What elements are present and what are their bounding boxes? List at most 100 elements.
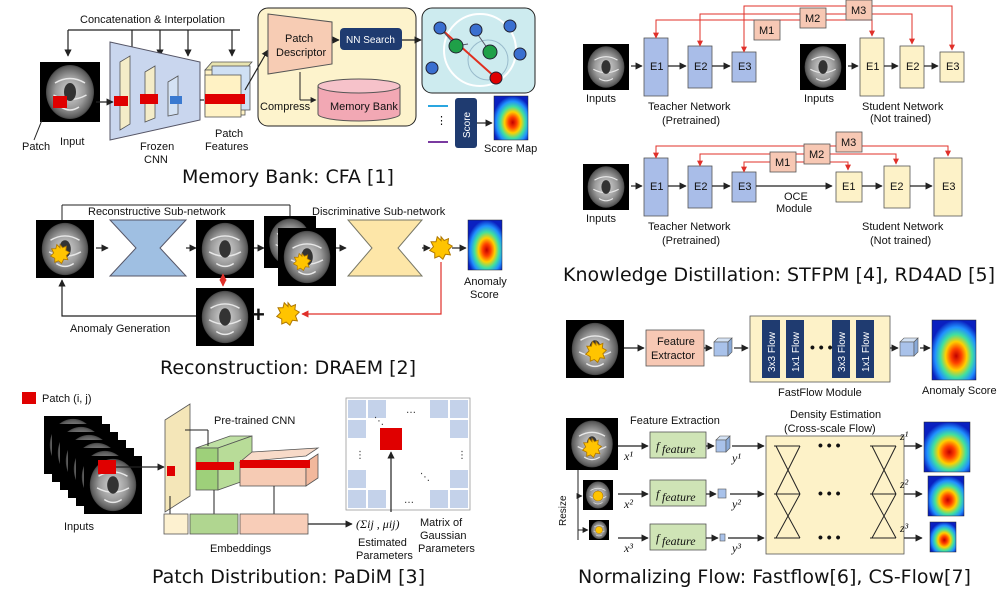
plus-icon: +	[252, 302, 265, 327]
kd-input-top	[582, 43, 630, 91]
kd-oce-2: Module	[776, 203, 812, 215]
flow-feature-cube-2	[899, 337, 919, 357]
flow-anomaly-map-top	[931, 319, 977, 381]
flow-row-2	[618, 479, 765, 507]
cfa-memory-bank	[317, 78, 401, 122]
flow-y3: y³	[731, 541, 741, 555]
flow-block-4	[856, 320, 874, 378]
svg-text:E3: E3	[946, 61, 959, 73]
padim-pretrained-label: Pre-trained CNN	[214, 415, 295, 427]
draem-disc-label: Discriminative Sub-network	[312, 206, 446, 218]
cfa-score-map-label: Score Map	[484, 143, 537, 155]
svg-text:E1: E1	[650, 61, 663, 73]
flow-y2: y²	[731, 497, 741, 511]
kd-teacher-2-top: (Pretrained)	[662, 115, 720, 127]
kd-input-bottom	[582, 163, 630, 211]
padim-gaussian-matrix: … … ⋮ ⋮ ⋱ ⋱	[345, 397, 471, 512]
flow-caption: Normalizing Flow: Fastflow[6], CS-Flow[7…	[578, 566, 971, 588]
flow-x1: x¹	[623, 449, 633, 463]
padim-params-expr: (Σij , μij)	[356, 517, 399, 531]
svg-text:• • •: • • •	[818, 529, 841, 545]
cfa-score-label: Score	[462, 111, 473, 138]
flow-block-2	[786, 320, 804, 378]
svg-text:E1: E1	[650, 181, 663, 193]
cfa-pf-label-1: Patch	[215, 128, 243, 140]
padim-estimated-2: Parameters	[356, 550, 413, 562]
svg-text:M3: M3	[841, 137, 856, 149]
flow-label-4: 1x1 Flow	[861, 331, 872, 372]
cfa-input-label: Input	[60, 136, 84, 148]
svg-text:• • •: • • •	[818, 437, 841, 453]
flow-z2: z²	[899, 477, 909, 491]
kd-s-e3	[939, 51, 965, 83]
flow-label-2: 1x1 Flow	[791, 331, 802, 372]
panel-cfa: Concatenation & Interpolation Patch Inpu…	[22, 7, 537, 188]
draem-recon-image	[195, 219, 255, 279]
cfa-caption: Memory Bank: CFA [1]	[182, 166, 394, 188]
padim-inputs-label: Inputs	[64, 521, 94, 533]
cfa-compress: Compress	[260, 101, 311, 113]
svg-text:E2: E2	[694, 61, 707, 73]
svg-text:Inputs: Inputs	[804, 93, 834, 105]
flow-block-1	[762, 320, 780, 378]
flow-density-2: (Cross-scale Flow)	[784, 423, 876, 435]
cfa-nn-search	[340, 28, 402, 50]
svg-text:feature: feature	[662, 534, 696, 548]
flow-y1: y¹	[731, 451, 741, 465]
cfa-input-image	[39, 61, 101, 123]
kd-m2-top	[799, 7, 827, 29]
flow-row-1	[618, 431, 765, 459]
flow-extractor-2: Extractor	[651, 350, 695, 362]
padim-legend-label: Patch (i, j)	[42, 393, 92, 405]
flow-cross-scale-box	[765, 435, 905, 555]
flow-feature-cube-1	[713, 337, 733, 357]
flow-x3: x³	[623, 541, 633, 555]
svg-text:M1: M1	[759, 25, 774, 37]
kd-student-1-top: Student Network	[862, 101, 944, 113]
kd-inputs-top: Inputs	[586, 93, 616, 105]
padim-input-stack	[43, 415, 143, 515]
svg-text:E3: E3	[738, 181, 751, 193]
svg-text:E3: E3	[738, 61, 751, 73]
kd-oce-1: OCE	[784, 191, 808, 203]
draem-recon-label: Reconstructive Sub-network	[88, 206, 226, 218]
kd-inputs-bottom: Inputs	[586, 213, 616, 225]
draem-anomaly-blob	[276, 302, 300, 326]
draem-score-1: Anomaly	[464, 276, 507, 288]
padim-matrix-1: Matrix of	[420, 517, 463, 529]
svg-text:⋮: ⋮	[457, 450, 467, 461]
kd-t-e2	[687, 45, 713, 89]
cfa-descriptor-1: Patch	[285, 33, 313, 45]
svg-text:E1: E1	[842, 181, 855, 193]
draem-caption: Reconstruction: DRAEM [2]	[160, 357, 416, 379]
flow-z1: z¹	[899, 429, 909, 443]
flow-map-z1	[923, 421, 971, 473]
kd-student-2-bottom: (Not trained)	[870, 235, 931, 247]
kd-teacher-1-top: Teacher Network	[648, 101, 731, 113]
draem-score-2: Score	[470, 289, 499, 301]
padim-pretrained-cnn	[164, 403, 320, 513]
padim-legend-swatch	[22, 392, 36, 404]
flow-density-1: Density Estimation	[790, 409, 881, 421]
kd-m1-top	[753, 19, 781, 41]
cfa-frozen-label-1: Frozen	[140, 141, 174, 153]
draem-mask	[429, 236, 453, 260]
cfa-score-map	[493, 95, 529, 141]
cfa-pf-label-2: Features	[205, 141, 249, 153]
cfa-frozen-label-2: CNN	[144, 154, 168, 166]
flow-row-3	[618, 523, 765, 551]
cfa-nn-search-label: NN Search	[346, 35, 395, 46]
draem-recon-network	[108, 219, 188, 277]
cfa-patch-label: Patch	[22, 141, 50, 153]
flow-map-z2	[927, 475, 965, 517]
svg-text:E2: E2	[890, 181, 903, 193]
kd-s-e2	[899, 45, 925, 89]
svg-text:⋮: ⋮	[355, 450, 365, 461]
cfa-score-box	[455, 98, 477, 148]
kd-teacher-1-bottom: Teacher Network	[648, 221, 731, 233]
svg-text:M3: M3	[851, 5, 866, 17]
flow-z3: z³	[899, 521, 909, 535]
